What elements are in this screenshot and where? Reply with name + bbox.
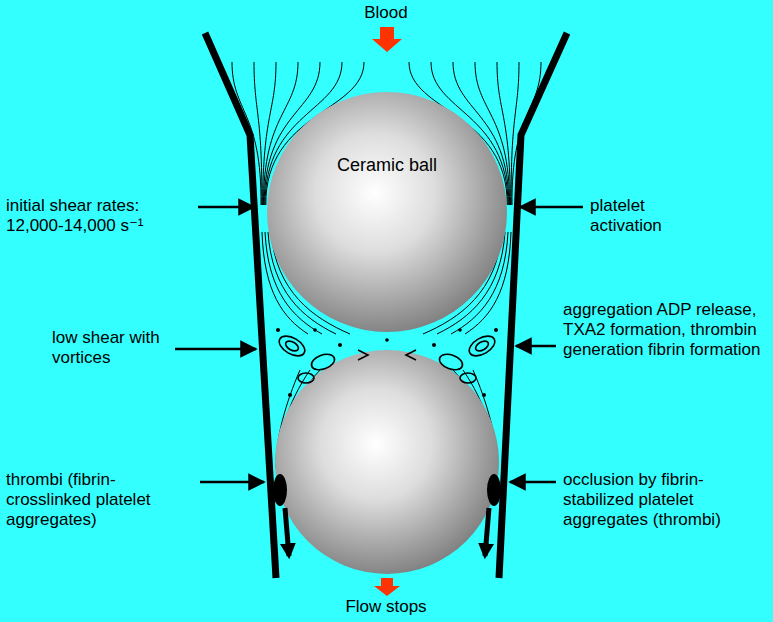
thrombus — [273, 474, 287, 506]
shear-note: initial shear rates: 12,000-14,000 s⁻¹ — [6, 196, 186, 236]
flow-label: Blood — [336, 3, 436, 23]
ceramic-ball — [275, 350, 499, 574]
ball-label: Ceramic ball — [267, 154, 507, 176]
flow-arrow — [485, 508, 489, 556]
thrombus-note: thrombi (fibrin-crosslinked platelet agg… — [6, 470, 196, 530]
flow-arrow — [372, 27, 402, 52]
ball-outline — [267, 92, 507, 332]
tube-wall — [499, 33, 567, 578]
tube-wall — [205, 33, 276, 578]
ball-shape — [267, 92, 507, 332]
platelets — [276, 328, 498, 397]
process-note: platelet activation — [590, 196, 700, 236]
thrombus — [487, 474, 501, 506]
vortices — [276, 332, 498, 383]
flow-label: Flow stops — [326, 597, 446, 617]
ceramic-ball: Ceramic ball — [267, 92, 507, 332]
shear-note: low shear with vortices — [52, 328, 164, 368]
flow-arrow — [285, 508, 289, 556]
flow-arrow — [374, 578, 400, 596]
process-note: occlusion by fibrin-stabilized platelet … — [563, 470, 768, 530]
process-note: aggregation ADP release, TXA2 formation,… — [563, 300, 768, 360]
